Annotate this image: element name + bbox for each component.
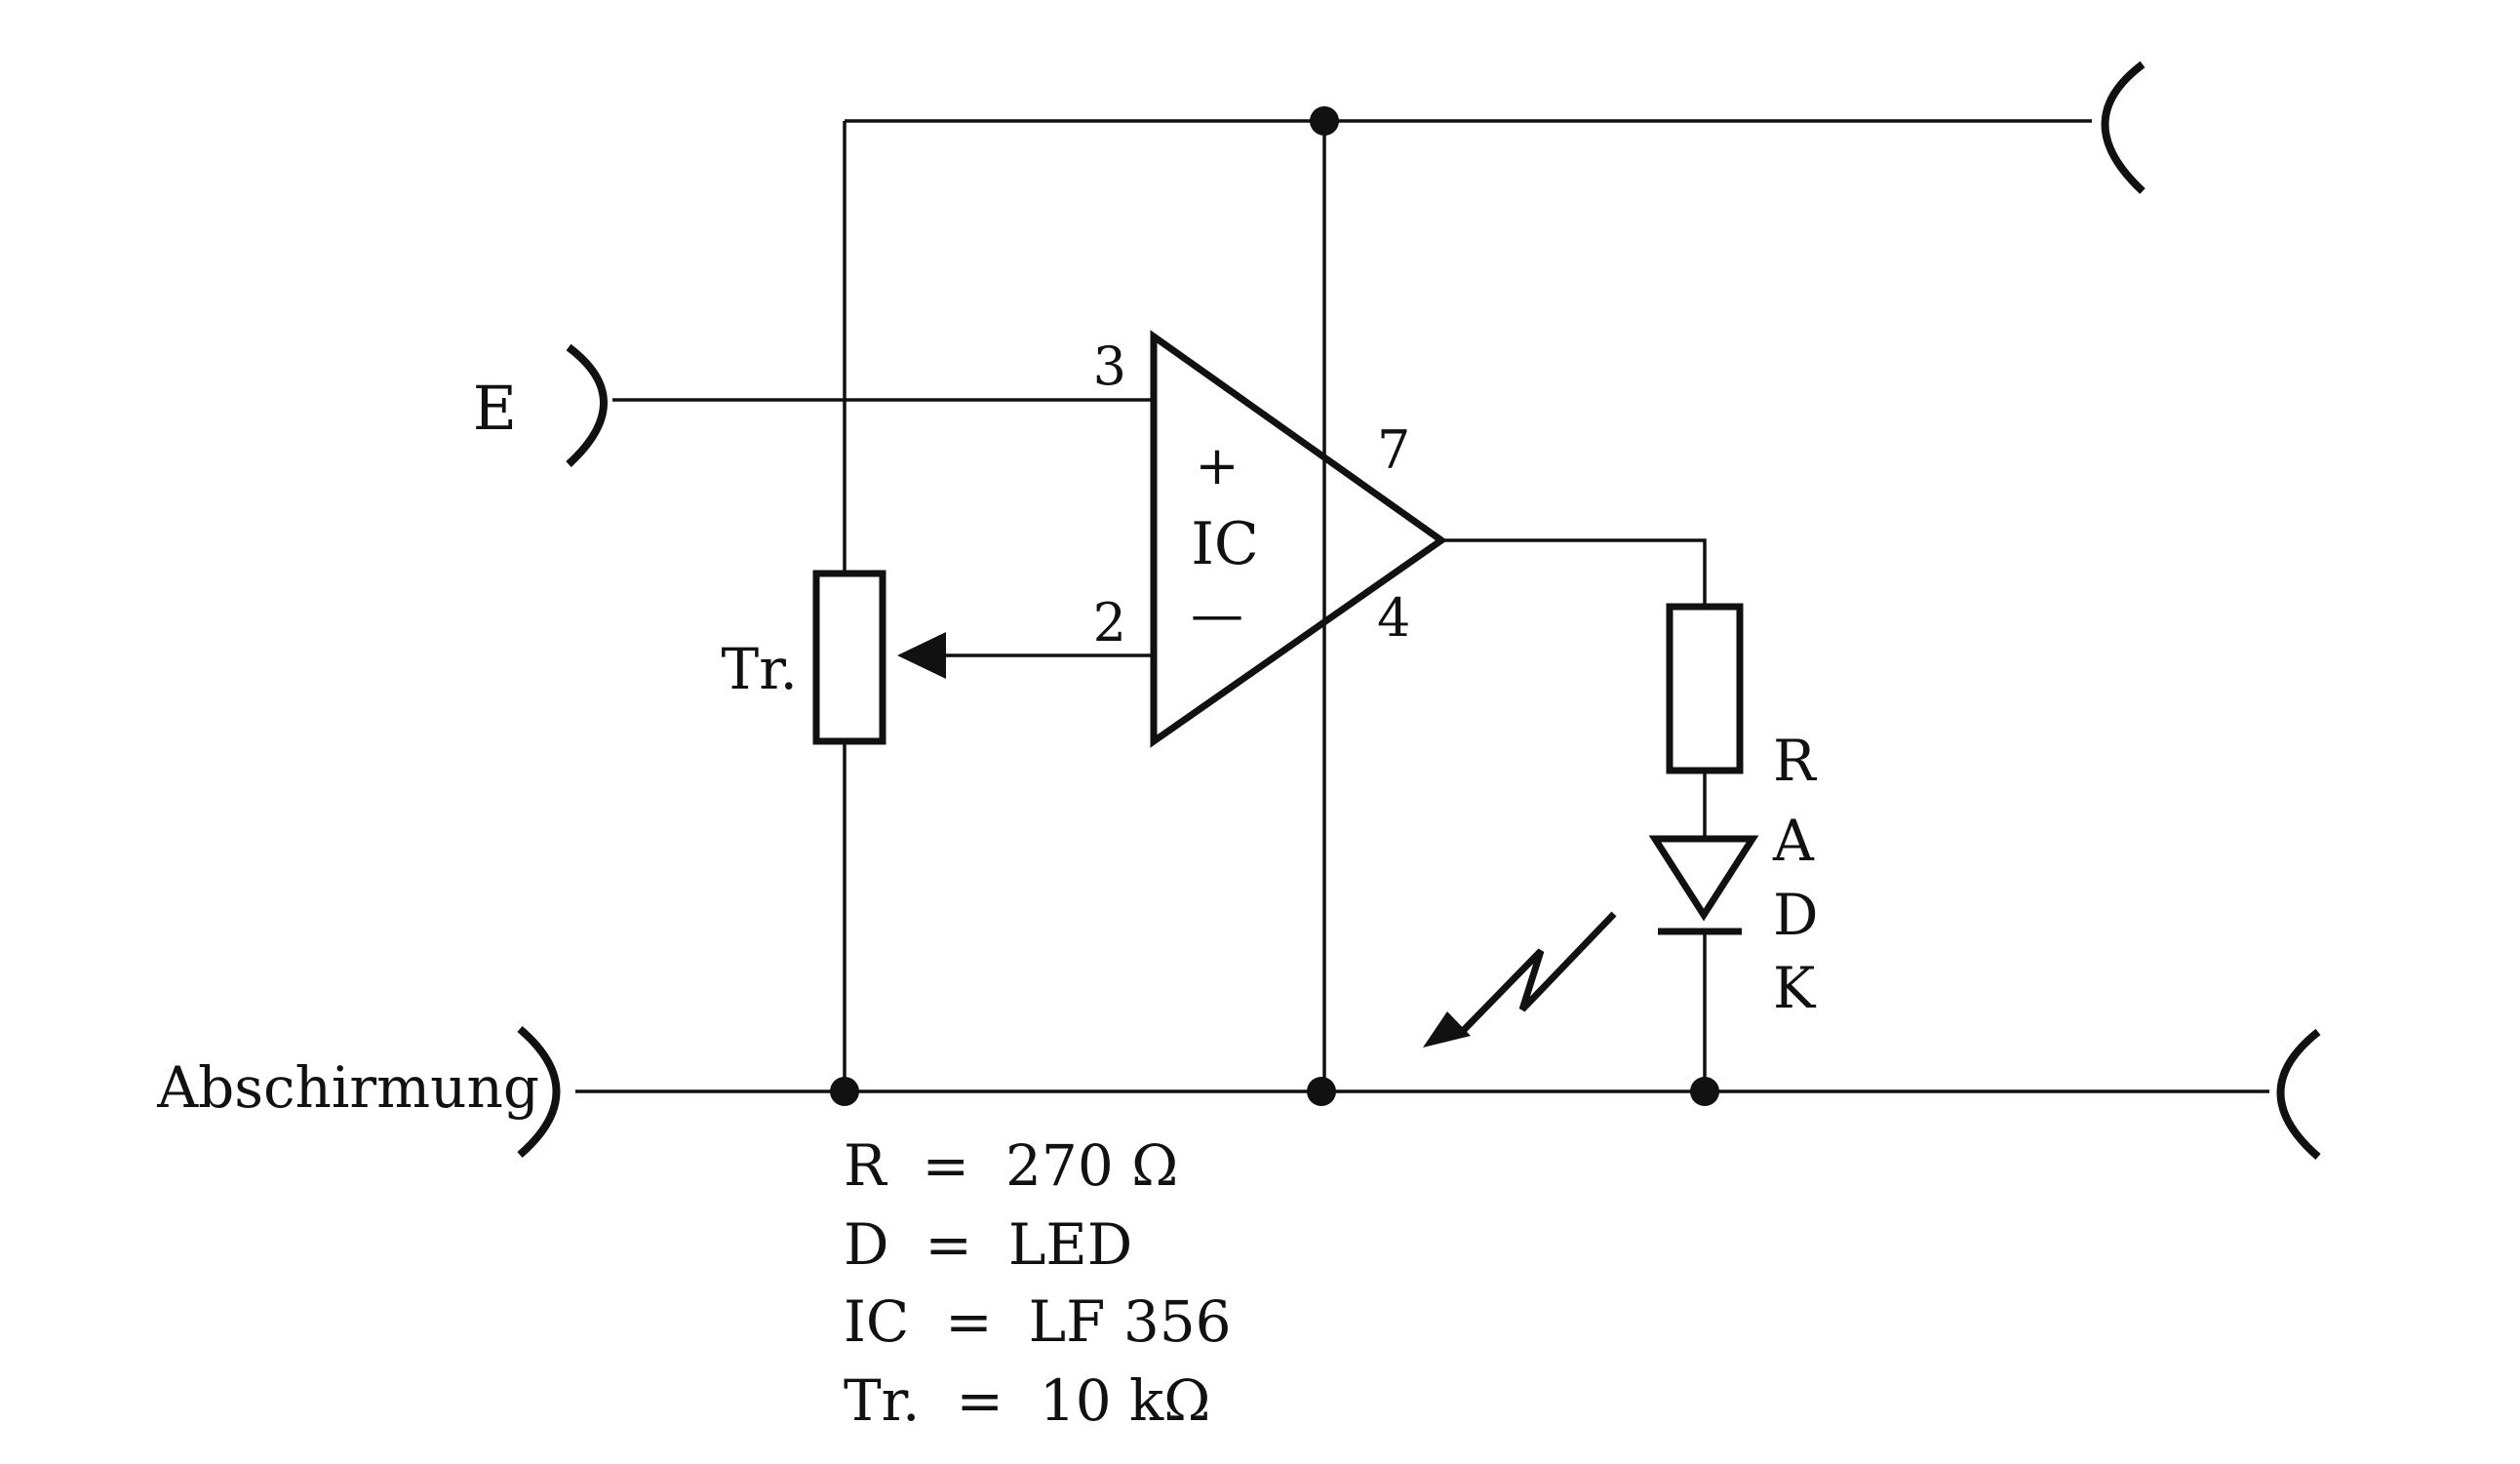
junction-dot-trimmer-bottom xyxy=(830,1077,859,1106)
legend-line-led: D = LED xyxy=(844,1211,1132,1278)
led-label: D xyxy=(1773,882,1819,948)
junctions xyxy=(830,106,1719,1106)
legend-line-trimmer: Tr. = 10 kΩ xyxy=(844,1367,1210,1434)
anode-label: A xyxy=(1772,808,1815,874)
opamp-name-label: IC xyxy=(1191,510,1259,578)
resistor-label: R xyxy=(1773,728,1818,794)
cathode-label: K xyxy=(1773,955,1817,1021)
led-triangle xyxy=(1648,835,1759,922)
pin7-label: 7 xyxy=(1377,419,1410,481)
input-label: E xyxy=(473,373,517,444)
shield-terminal-arc xyxy=(517,1025,561,1159)
wires xyxy=(575,119,2269,1093)
led xyxy=(1423,835,1759,1048)
junction-dot-top xyxy=(1310,106,1339,136)
pin4-label: 4 xyxy=(1377,587,1410,649)
trimmer-body xyxy=(812,570,886,745)
shield-label: Abschirmung xyxy=(156,1054,539,1121)
legend-line-resistor: R = 270 Ω xyxy=(844,1132,1178,1199)
junction-dot-led-bottom xyxy=(1690,1077,1719,1106)
series-resistor-body xyxy=(1666,603,1744,774)
opamp-plus-label: + xyxy=(1195,435,1239,496)
terminals xyxy=(517,60,2321,1161)
output-wire xyxy=(1441,538,1707,607)
labels: E Abschirmung Tr. + IC — 3 2 7 4 R A D K xyxy=(156,336,1818,1121)
top-right-terminal-arc xyxy=(2101,60,2146,194)
input-terminal-arc xyxy=(566,343,608,467)
wiper-arrow-icon xyxy=(897,632,946,679)
bottom-right-terminal-arc xyxy=(2276,1028,2321,1161)
parts-legend: R = 270 Ω D = LED IC = LF 356 Tr. = 10 k… xyxy=(844,1132,1232,1434)
pin3-label: 3 xyxy=(1093,336,1126,397)
light-emission-arrow-icon xyxy=(1460,911,1617,1034)
trimmer-potentiometer xyxy=(812,570,946,745)
light-arrowhead-icon xyxy=(1423,1011,1471,1048)
opamp-minus-label: — xyxy=(1191,583,1243,645)
legend-line-ic: IC = LF 356 xyxy=(844,1288,1232,1355)
pin2-label: 2 xyxy=(1093,592,1126,653)
trimmer-label: Tr. xyxy=(722,636,798,702)
opamp-triangle xyxy=(1150,330,1448,748)
junction-dot-ic-bottom xyxy=(1307,1077,1336,1106)
